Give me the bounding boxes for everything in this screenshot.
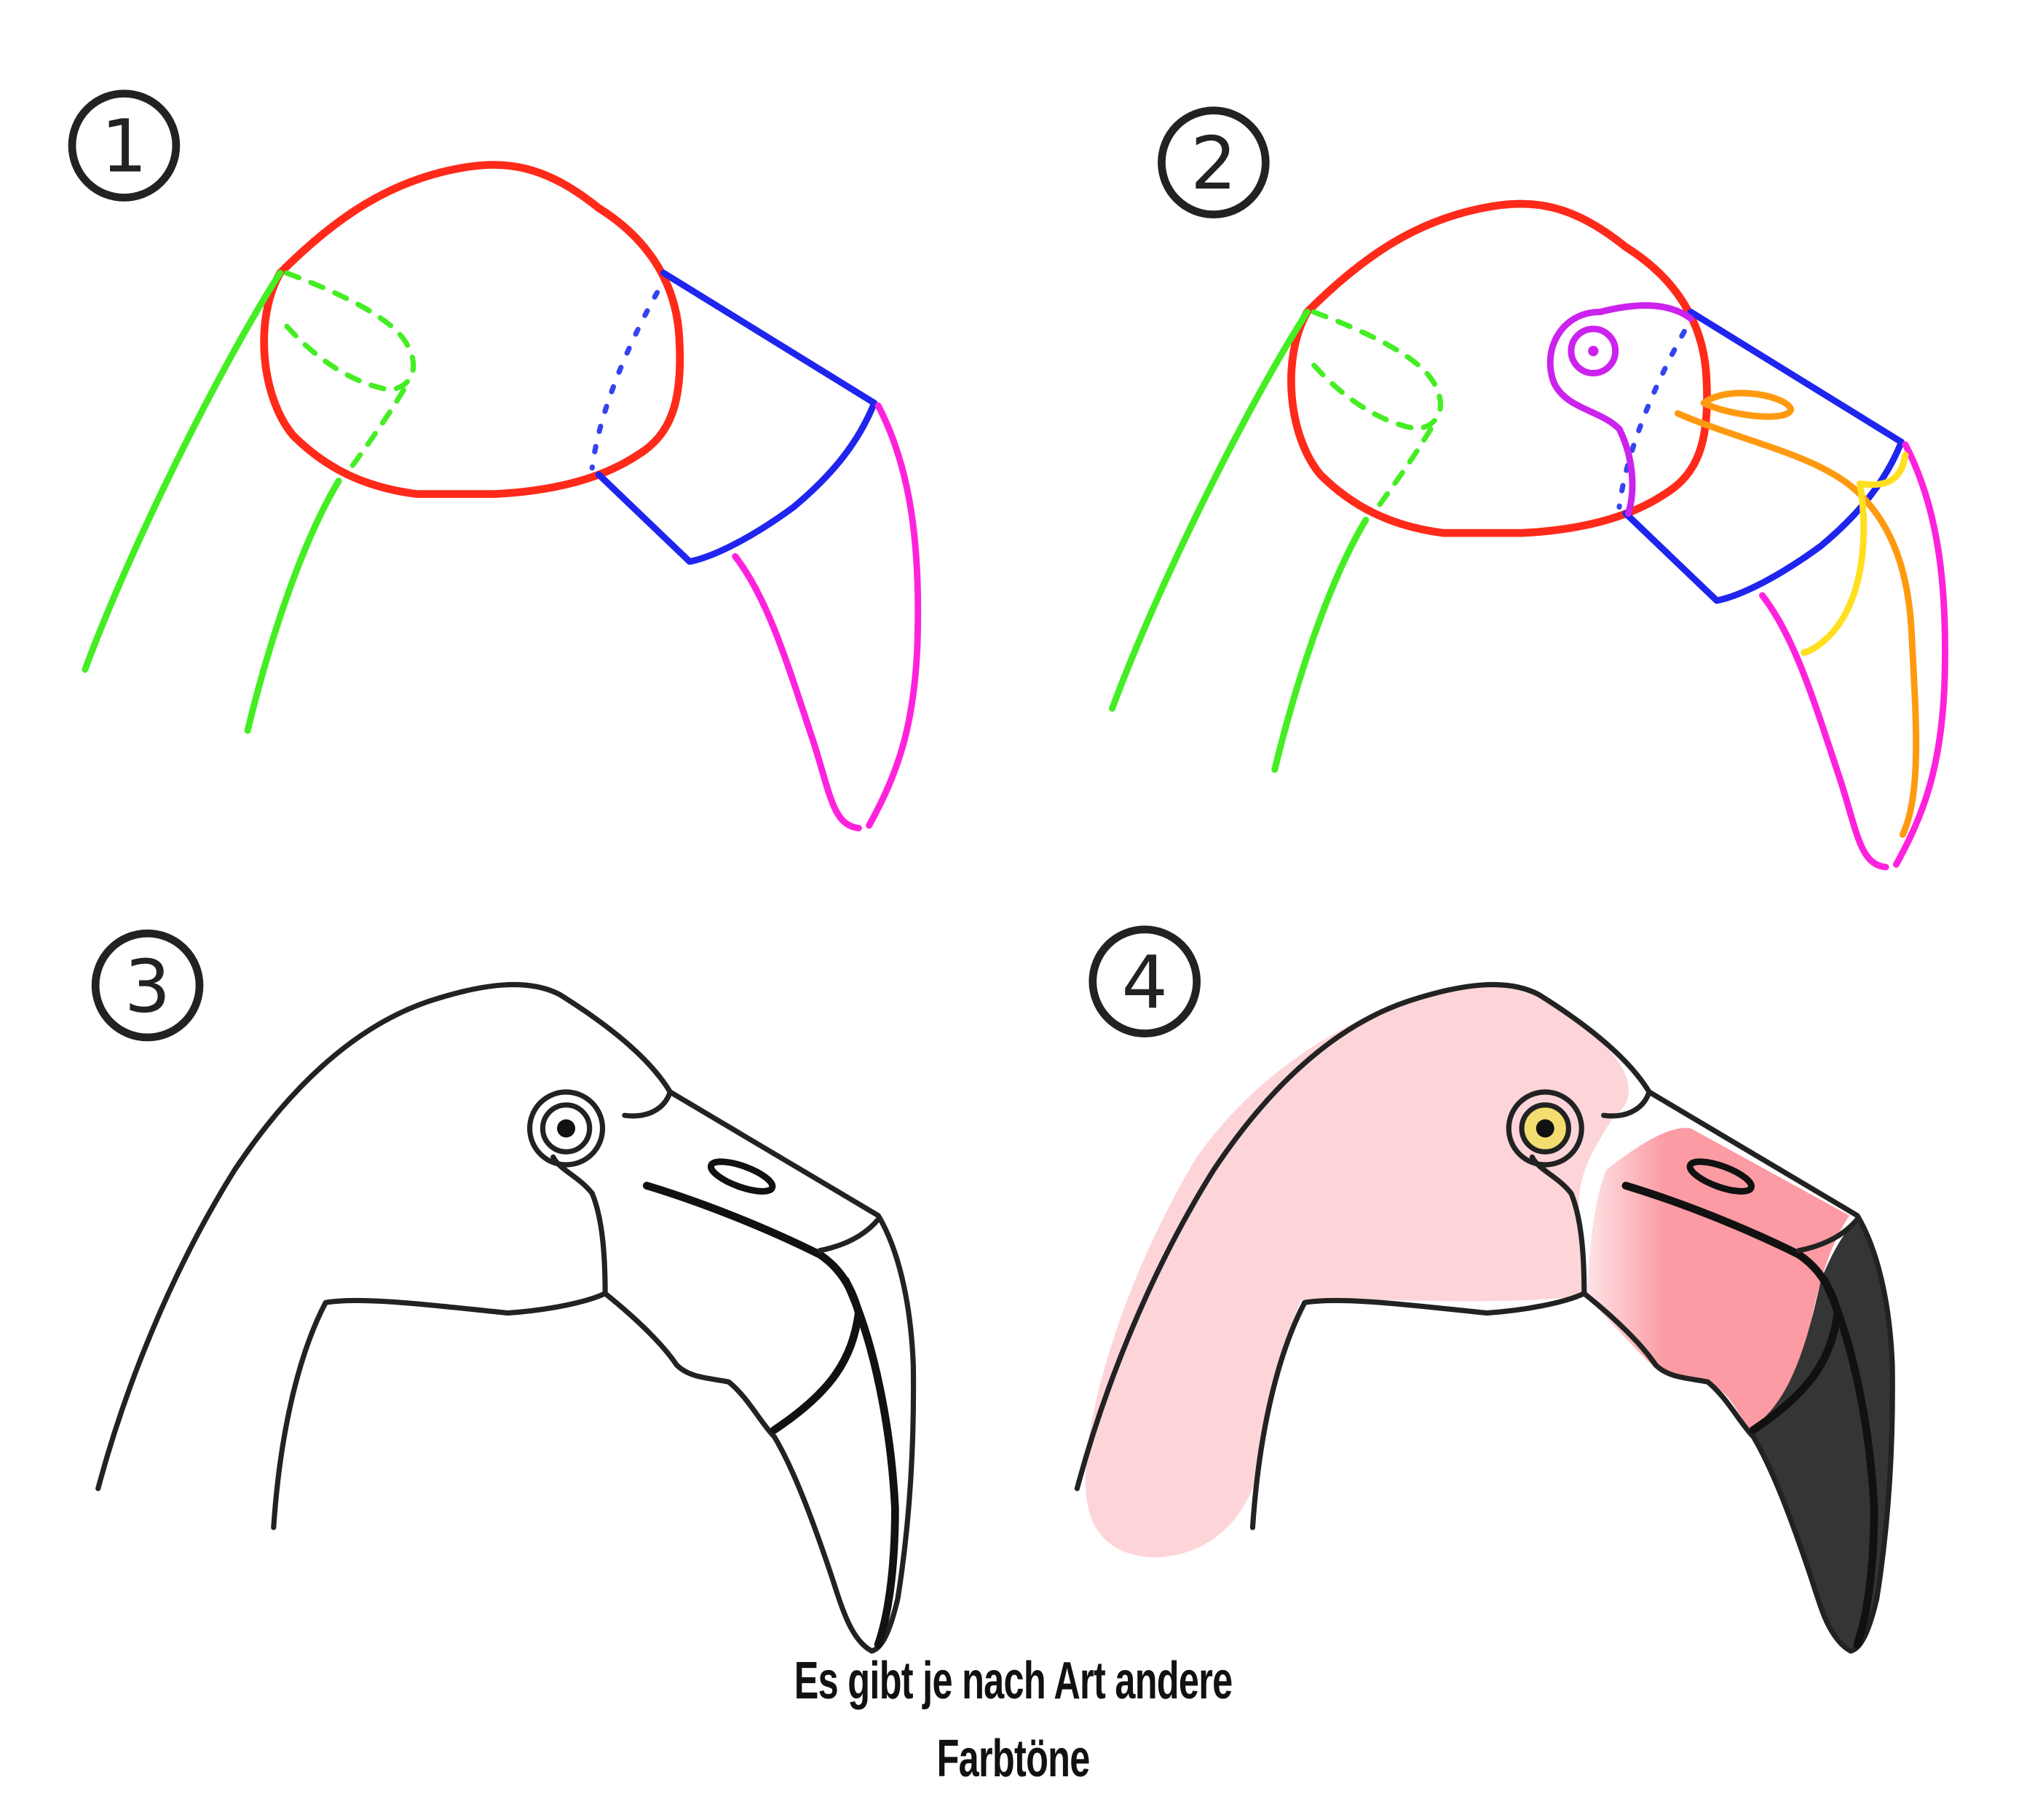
nostril-guide <box>1700 389 1795 420</box>
eye-construction <box>1546 302 1694 517</box>
step-1-construction-sketch <box>85 165 918 828</box>
pink-feather-fill <box>1085 984 1629 1558</box>
step-number: 3 <box>125 943 171 1029</box>
step-4-colored-drawing <box>1077 984 1892 1651</box>
step-2-badge: 2 <box>1158 106 1270 218</box>
mouth-guide <box>1674 410 1920 838</box>
step-4-badge: 4 <box>1088 925 1201 1037</box>
beak-base-pink-fill <box>1587 1128 1850 1431</box>
beak-bend-guide <box>1801 451 1909 656</box>
step-3-badge: 3 <box>91 929 204 1042</box>
step-number: 2 <box>1190 121 1237 206</box>
step-1-badge: 1 <box>68 90 181 202</box>
caption-line-1: Es gibt je nach Art andere <box>794 1652 1233 1710</box>
caption-line-2: Farbtöne <box>936 1730 1091 1788</box>
step-3-outline-drawing <box>98 984 914 1650</box>
step-number: 4 <box>1121 940 1168 1025</box>
step-2-construction-sketch <box>1113 204 1945 867</box>
step-number: 1 <box>101 104 148 189</box>
beak-tip-black-fill <box>1749 1219 1893 1651</box>
